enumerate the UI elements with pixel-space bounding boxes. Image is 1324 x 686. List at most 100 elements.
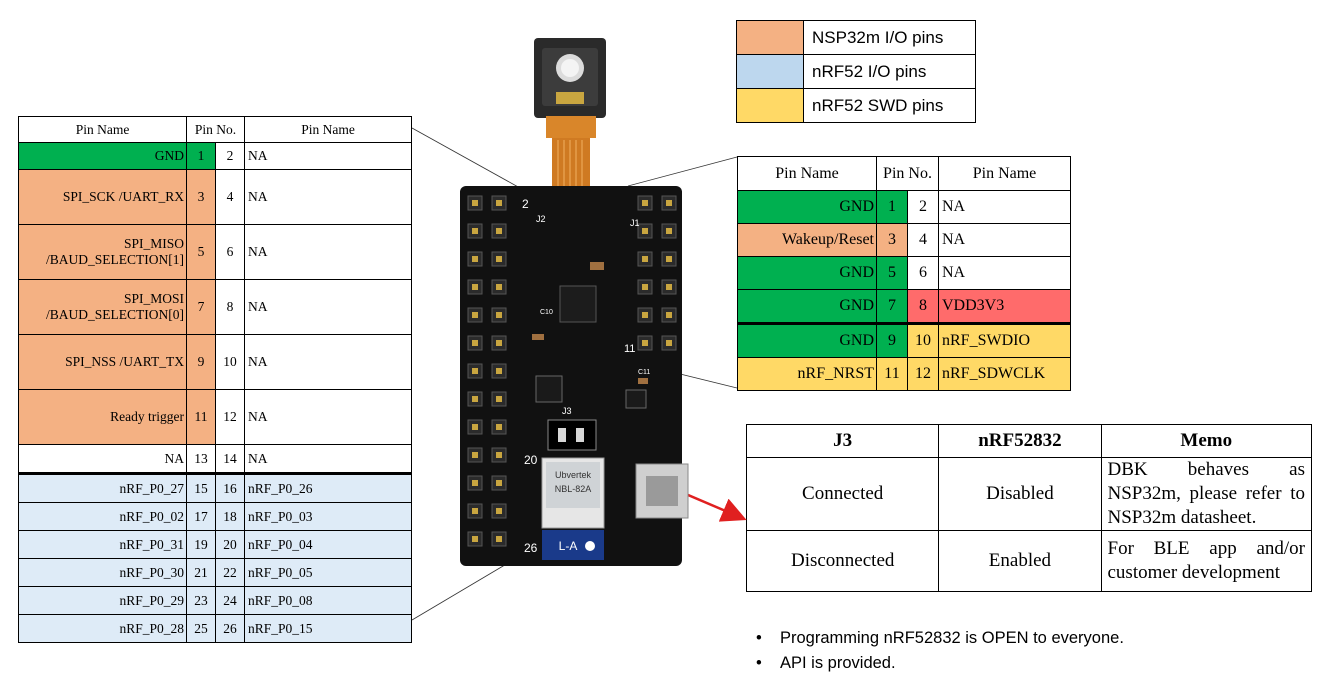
j1-pin-name-right: NA bbox=[938, 190, 1071, 224]
legend-swatch-nsp32m bbox=[736, 20, 804, 55]
j2-pin-name-right: nRF_P0_04 bbox=[244, 530, 412, 559]
j2-pin-name-right: NA bbox=[244, 389, 412, 445]
j1-pin-number-even: 2 bbox=[907, 190, 939, 224]
j2-pin-name-left: nRF_P0_28 bbox=[18, 614, 187, 643]
j2-pin-number-even: 6 bbox=[215, 224, 245, 280]
j2-pin-name-right: nRF_P0_26 bbox=[244, 472, 412, 503]
j2-pin-name-right: nRF_P0_03 bbox=[244, 502, 412, 531]
j2-header-row: Pin Name Pin No. Pin Name bbox=[18, 116, 412, 143]
j2-pin-number-even: 4 bbox=[215, 169, 245, 225]
j1-pin-name-right: VDD3V3 bbox=[938, 289, 1071, 324]
j2-pin-number-even: 14 bbox=[215, 444, 245, 474]
j2-pin-number-even: 20 bbox=[215, 530, 245, 559]
j1-pin-name-left: GND bbox=[737, 322, 877, 358]
j2-pin-number-odd: 17 bbox=[186, 502, 216, 531]
j1-header bbox=[637, 195, 677, 351]
legend-label-nrf52-swd: nRF52 SWD pins bbox=[803, 88, 976, 123]
bullet-icon: • bbox=[756, 629, 762, 647]
j2-header-pin-no: Pin No. bbox=[186, 116, 245, 143]
c11-label: C11 bbox=[638, 369, 650, 376]
j1-header-pin-no: Pin No. bbox=[876, 156, 939, 191]
j1-pin-number-odd: 7 bbox=[876, 289, 908, 324]
j2-label: J2 bbox=[536, 214, 546, 224]
j2-pin-name-right: NA bbox=[244, 142, 412, 170]
j2-pin-name-right: NA bbox=[244, 224, 412, 280]
j2-pin-number-odd: 9 bbox=[186, 334, 216, 390]
j2-header-pin-name-right: Pin Name bbox=[244, 116, 412, 143]
j2-pin-number-odd: 23 bbox=[186, 586, 216, 615]
j2-pin-number-odd: 11 bbox=[186, 389, 216, 445]
j3-cell-state: Connected bbox=[745, 457, 940, 531]
j2-pin-name-left: GND bbox=[18, 142, 187, 170]
j2-pin-name-left: nRF_P0_30 bbox=[18, 558, 187, 587]
j3-cell-nrf: Enabled bbox=[938, 530, 1102, 592]
j2-header bbox=[467, 195, 507, 547]
legend-swatch-nrf52-io bbox=[736, 54, 804, 89]
j1-pin-number-even: 10 bbox=[907, 322, 939, 358]
j2-pin-name-right: NA bbox=[244, 444, 412, 474]
j2-pin-name-right: nRF_P0_15 bbox=[244, 614, 412, 643]
j3-cell-memo: For BLE app and/or customer development bbox=[1100, 530, 1312, 592]
j1-pin-number-even: 12 bbox=[907, 357, 939, 391]
j2-pin-number-odd: 19 bbox=[186, 530, 216, 559]
c10-label: C10 bbox=[540, 309, 553, 316]
dev-board-image: Ubvertek NBL-82A L-A 2 J2 J1 11 J3 20 26… bbox=[440, 30, 730, 570]
j2-pin-number-odd: 7 bbox=[186, 279, 216, 335]
j2-pin26-label: 26 bbox=[524, 541, 538, 555]
j2-pin-name-left: nRF_P0_31 bbox=[18, 530, 187, 559]
j2-pin-name-left: SPI_MISO /BAUD_SELECTION[1] bbox=[18, 224, 187, 280]
j2-pin-number-odd: 15 bbox=[186, 472, 216, 503]
j2-pin-name-left: SPI_SCK /UART_RX bbox=[18, 169, 187, 225]
j2-pin-number-even: 2 bbox=[215, 142, 245, 170]
j2-pin-name-right: nRF_P0_05 bbox=[244, 558, 412, 587]
j3-header-nrf: nRF52832 bbox=[938, 424, 1102, 458]
note-item: •Programming nRF52832 is OPEN to everyon… bbox=[756, 626, 1124, 651]
j3-header-j3: J3 bbox=[745, 424, 940, 458]
j1-header-pin-name-left: Pin Name bbox=[737, 156, 877, 191]
j2-pin-number-even: 26 bbox=[215, 614, 245, 643]
notes-list: •Programming nRF52832 is OPEN to everyon… bbox=[756, 626, 1124, 676]
j3-mode-table: J3 nRF52832 Memo Connected Disabled DBK … bbox=[745, 424, 1312, 592]
dev-board-drawing: Ubvertek NBL-82A L-A 2 J2 J1 11 J3 20 26… bbox=[460, 38, 689, 566]
j2-pin20-label: 20 bbox=[524, 453, 538, 467]
j2-pin-name-left: SPI_NSS /UART_TX bbox=[18, 334, 187, 390]
j2-pin-number-even: 22 bbox=[215, 558, 245, 587]
j2-pin-number-odd: 25 bbox=[186, 614, 216, 643]
j2-pin-number-even: 8 bbox=[215, 279, 245, 335]
j1-pin-name-left: GND bbox=[737, 289, 877, 324]
j1-header-pin-name-right: Pin Name bbox=[938, 156, 1071, 191]
j2-pin-name-left: nRF_P0_02 bbox=[18, 502, 187, 531]
j2-pin-name-left: nRF_P0_29 bbox=[18, 586, 187, 615]
j3-header-row: J3 nRF52832 Memo bbox=[745, 424, 1312, 458]
bullet-icon: • bbox=[756, 654, 762, 672]
j2-pin-number-odd: 5 bbox=[186, 224, 216, 280]
j1-pin-number-odd: 11 bbox=[876, 357, 908, 391]
j2-pin-number-even: 16 bbox=[215, 472, 245, 503]
j2-pin2-label: 2 bbox=[522, 197, 529, 211]
j2-pin-number-even: 24 bbox=[215, 586, 245, 615]
j3-row-disconnected: Disconnected Enabled For BLE app and/or … bbox=[745, 530, 1312, 592]
j2-pin-name-right: nRF_P0_08 bbox=[244, 586, 412, 615]
j2-pin-number-even: 12 bbox=[215, 389, 245, 445]
mcu-chip bbox=[559, 285, 597, 323]
j3-cell-state: Disconnected bbox=[745, 530, 940, 592]
flex-cable bbox=[546, 116, 596, 138]
note-text: API is provided. bbox=[780, 654, 896, 672]
j1-pin-number-even: 4 bbox=[907, 223, 939, 257]
j1-pin-number-odd: 9 bbox=[876, 322, 908, 358]
j1-pin-name-left: nRF_NRST bbox=[737, 357, 877, 391]
module-model-label: NBL-82A bbox=[555, 484, 592, 494]
